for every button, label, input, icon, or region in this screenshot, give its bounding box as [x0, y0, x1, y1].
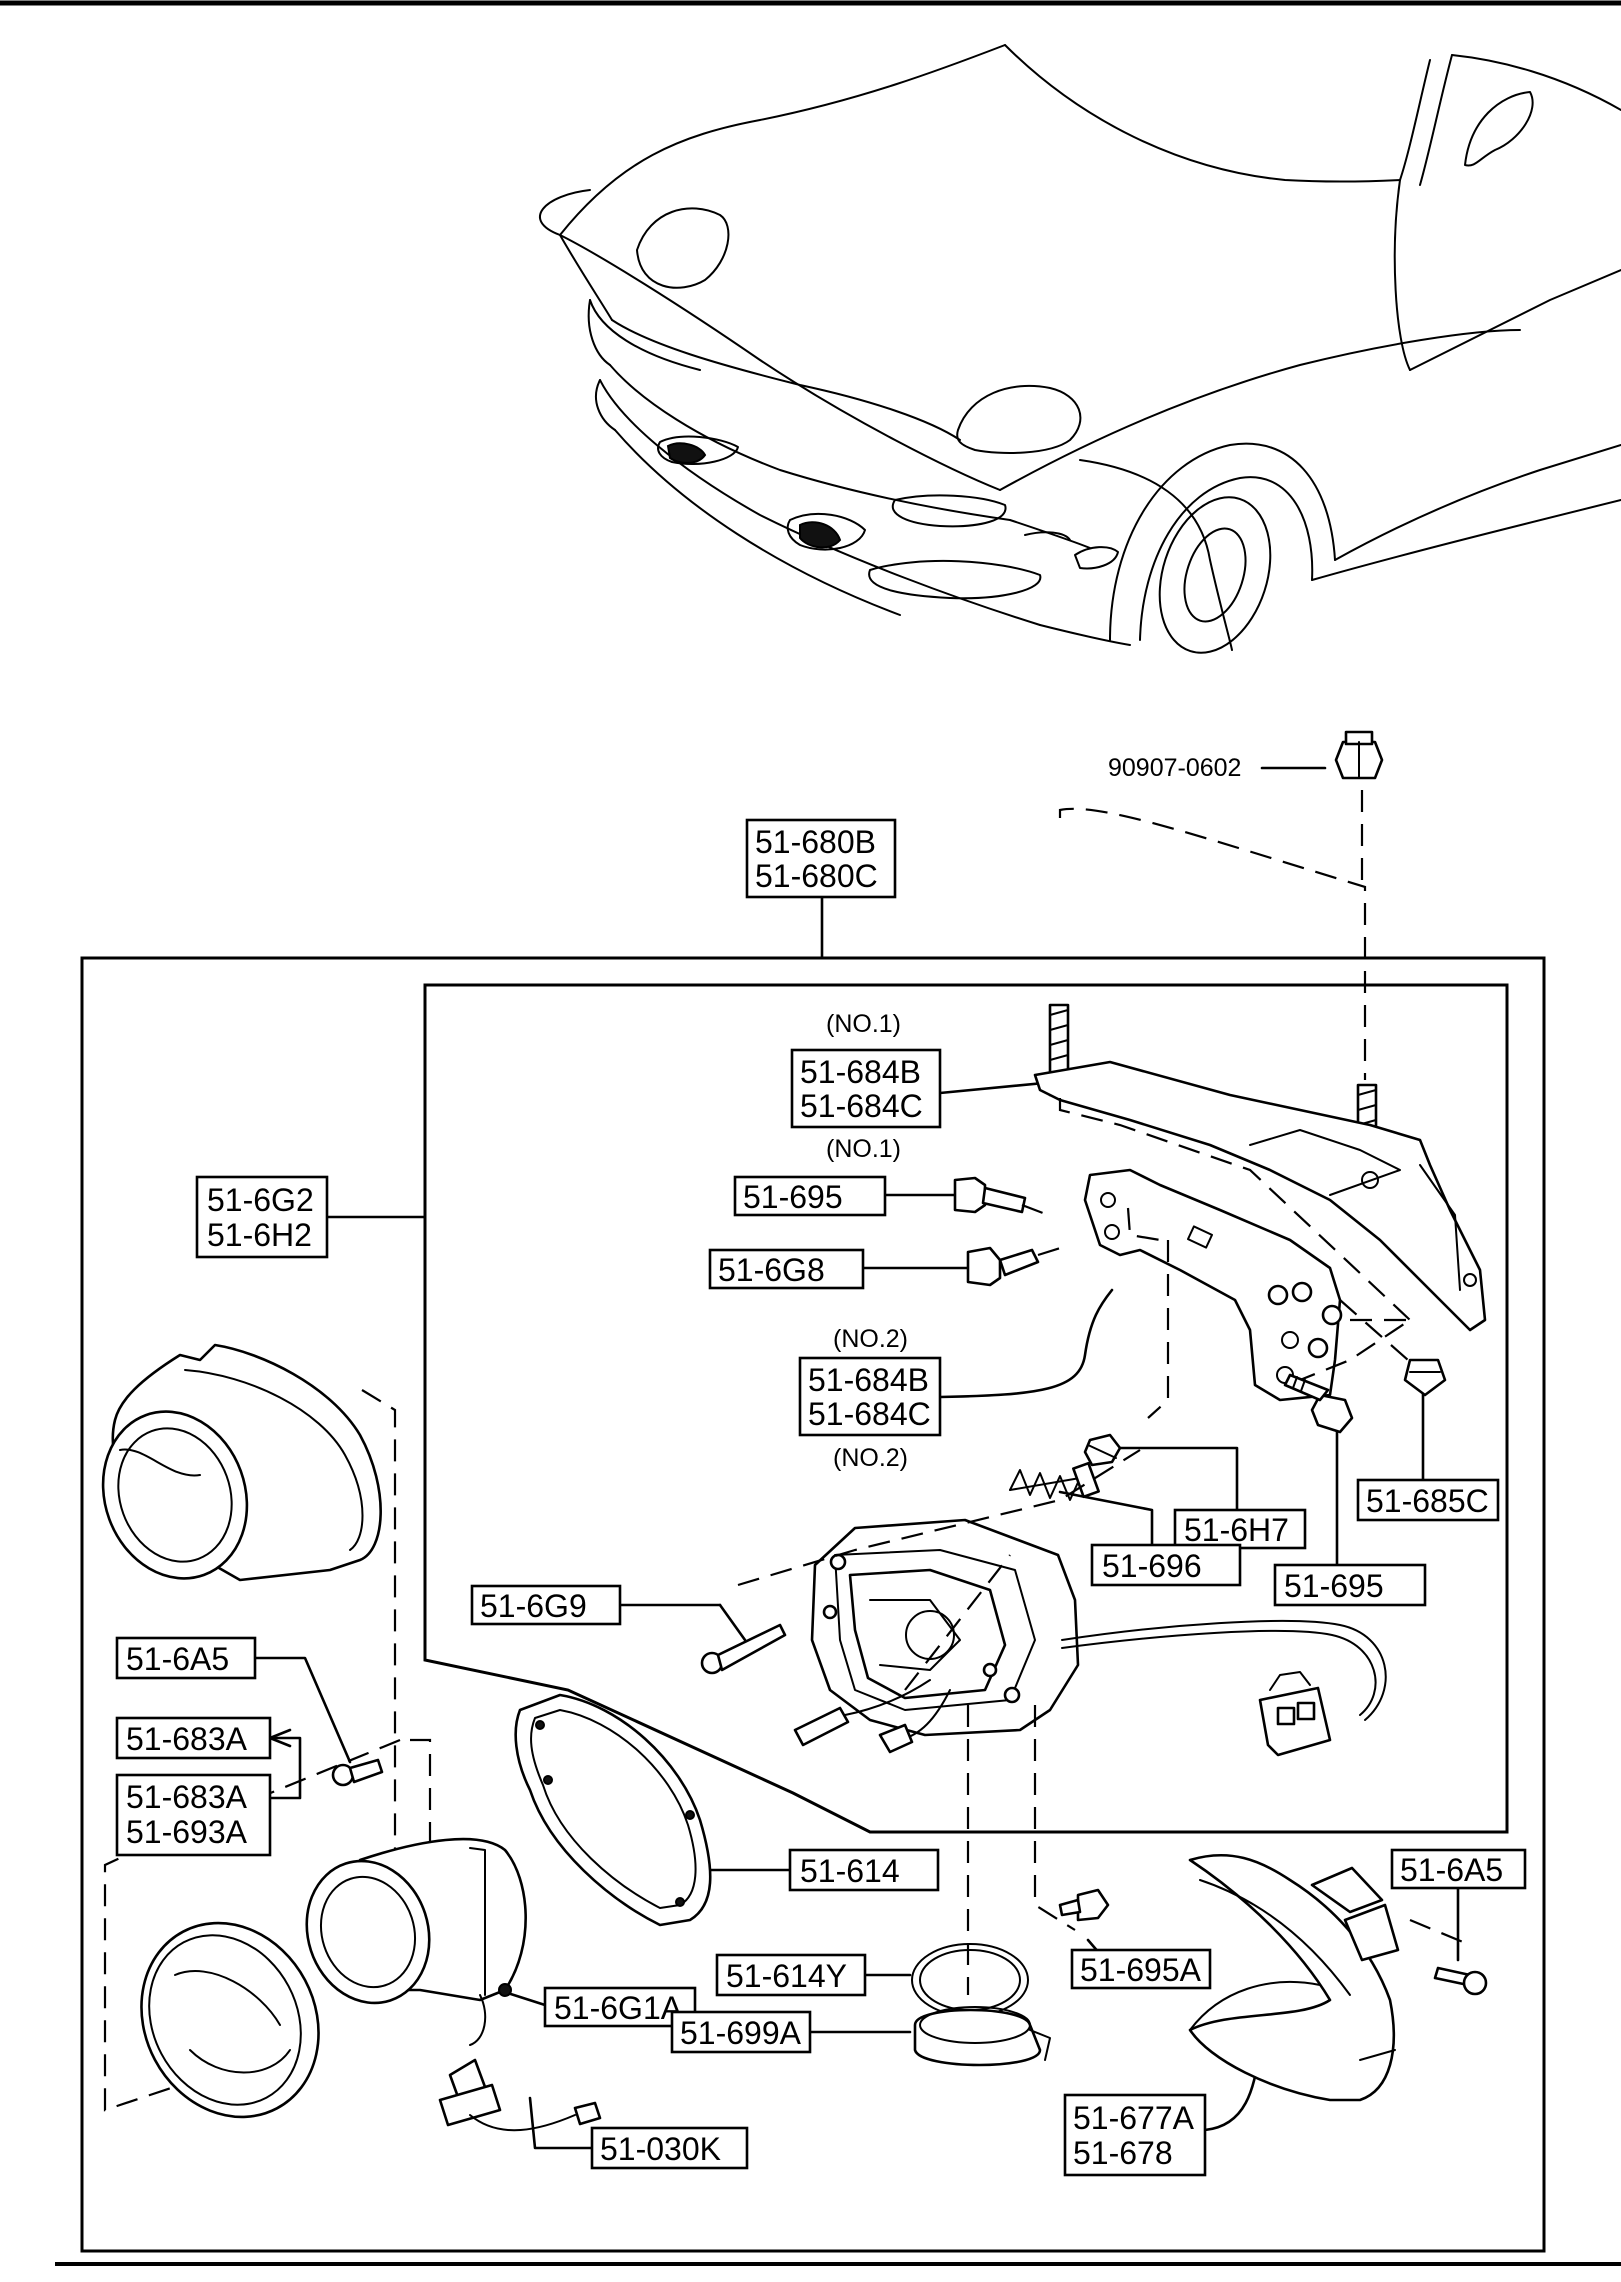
ring-683a-callout-box	[115, 1716, 272, 1760]
bracket-no1-part-number-a: 51-684B	[800, 1054, 921, 1090]
o-ring-icon	[911, 1943, 1029, 2017]
bracket-assembly	[1033, 1003, 1487, 1402]
cover-callout-box	[195, 1175, 329, 1259]
bracket-no2-part-number-a: 51-684B	[808, 1362, 929, 1398]
assembly-inner-frame	[423, 983, 1509, 1834]
spring-icon	[1009, 1461, 1100, 1501]
bracket-no1-note-a: (NO.1)	[826, 1010, 901, 1038]
lamp-housing	[793, 1518, 1387, 1757]
screw-6a5-callout-box	[115, 1636, 257, 1680]
bolt-icon	[1283, 1373, 1354, 1434]
gasket-614-part-number: 51-614	[800, 1853, 900, 1889]
bolt-6g8-callout-box	[708, 1248, 865, 1290]
bracket-no1-part-number-b: 51-684C	[800, 1088, 923, 1124]
gasket-614-callout-box	[788, 1848, 940, 1892]
screw-icon	[331, 1758, 384, 1787]
callout-leaders	[253, 766, 1460, 2150]
spring-696-callout-box	[1090, 1543, 1242, 1587]
assembly-callout-box	[745, 818, 897, 899]
retainer-icon	[1083, 1433, 1122, 1467]
bolt-695a-part-number: 51-695A	[1080, 1952, 1202, 1988]
bolt-6g8-part-number: 51-6G8	[718, 1252, 825, 1288]
clip-icon	[1403, 1358, 1447, 1397]
assembly-outer-frame	[80, 956, 1546, 2253]
assembly-part-number-a: 51-680B	[755, 824, 876, 860]
bolt-695-right-part-number: 51-695	[1284, 1568, 1384, 1604]
reflector-icon	[305, 1837, 527, 2046]
bracket-no1-callout-box	[790, 1048, 942, 1129]
housing-part-number-b: 51-678	[1073, 2135, 1173, 2171]
reflector-6g1a-part-number: 51-6G1A	[554, 1990, 683, 2026]
bracket-no2-callout-box	[798, 1356, 942, 1437]
lens-part-number-a: 51-683A	[126, 1779, 248, 1815]
flange-bolt-icon	[966, 1246, 1040, 1287]
nut-icon	[1334, 730, 1384, 780]
bracket-no1-note-b: (NO.1)	[826, 1135, 901, 1163]
bracket-no2-part-number-b: 51-684C	[808, 1396, 931, 1432]
bolt-695-callout-box	[733, 1175, 887, 1217]
assembly-part-number-b: 51-680C	[755, 858, 878, 894]
housing-callout-box	[1063, 2093, 1207, 2177]
bulb-030k-callout-box	[590, 2126, 749, 2170]
cover-part-number-a: 51-6G2	[207, 1182, 314, 1218]
bulb-030k-part-number: 51-030K	[600, 2131, 721, 2167]
screw-icon	[1433, 1966, 1488, 1996]
ring-683a-part-number: 51-683A	[126, 1721, 248, 1757]
screw-6a5-right-part-number: 51-6A5	[1400, 1852, 1503, 1888]
housing-part-number-a: 51-677A	[1073, 2100, 1195, 2136]
bolt-icon	[953, 1176, 1027, 1214]
bolt-6g9-callout-box	[470, 1584, 622, 1626]
band-699a-callout-box	[670, 2010, 812, 2054]
lens-callout-box	[115, 1773, 272, 1857]
band-699a-part-number: 51-699A	[680, 2015, 802, 2051]
screw-6a5-part-number: 51-6A5	[126, 1641, 229, 1677]
screw-6a5-right-callout-box	[1390, 1848, 1527, 1890]
band-clamp-icon	[913, 2006, 1051, 2067]
bolt-6g9-part-number: 51-6G9	[480, 1588, 587, 1624]
bolt-695-part-number: 51-695	[743, 1179, 843, 1215]
reflector-6g1a-callout-box	[543, 1986, 697, 2028]
cover-part-number-b: 51-6H2	[207, 1217, 312, 1253]
bolt-695a-callout-box	[1070, 1948, 1212, 1990]
cover-shroud	[101, 1343, 382, 1582]
bolt-icon	[700, 1623, 787, 1675]
o-ring-614y-part-number: 51-614Y	[726, 1958, 847, 1994]
clip-685c-part-number: 51-685C	[1366, 1483, 1489, 1519]
bracket-no2-note-a: (NO.2)	[833, 1325, 908, 1353]
bracket-no2-note-b: (NO.2)	[833, 1444, 908, 1472]
lamp-housing-outer	[1188, 1853, 1400, 2102]
bolt-695-right-callout-box	[1273, 1563, 1427, 1607]
lens-icon	[103, 1738, 401, 2119]
bolt-icon	[1058, 1888, 1110, 1922]
bulb-icon	[438, 2058, 602, 2132]
lens-part-number-b: 51-693A	[126, 1814, 248, 1850]
o-ring-614y-callout-box	[715, 1953, 867, 1997]
retainer-6h7-part-number: 51-6H7	[1184, 1512, 1289, 1548]
spring-696-part-number: 51-696	[1102, 1548, 1202, 1584]
nut-part-number: 90907-0602	[1108, 754, 1241, 782]
car-front-illustration	[539, 44, 1621, 654]
gasket-icon	[514, 1693, 712, 1927]
clip-685c-callout-box	[1356, 1478, 1500, 1522]
